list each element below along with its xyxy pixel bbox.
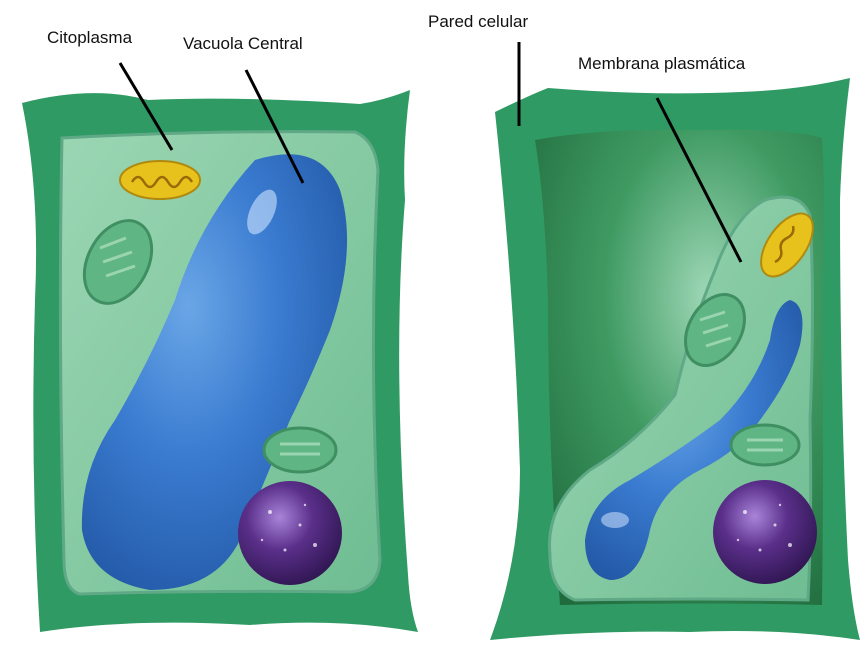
right-nucleus xyxy=(713,480,817,584)
label-vacuola-central: Vacuola Central xyxy=(183,34,303,54)
left-nucleus xyxy=(238,481,342,585)
left-cell xyxy=(22,90,418,632)
right-vacuole-highlight xyxy=(601,512,629,528)
right-chloroplast-2 xyxy=(731,425,799,465)
label-membrana-plasmatica: Membrana plasmática xyxy=(578,54,745,74)
label-pared-celular: Pared celular xyxy=(428,12,528,32)
label-citoplasma: Citoplasma xyxy=(47,28,132,48)
left-chloroplast-2 xyxy=(264,428,336,472)
right-cell xyxy=(490,78,860,640)
